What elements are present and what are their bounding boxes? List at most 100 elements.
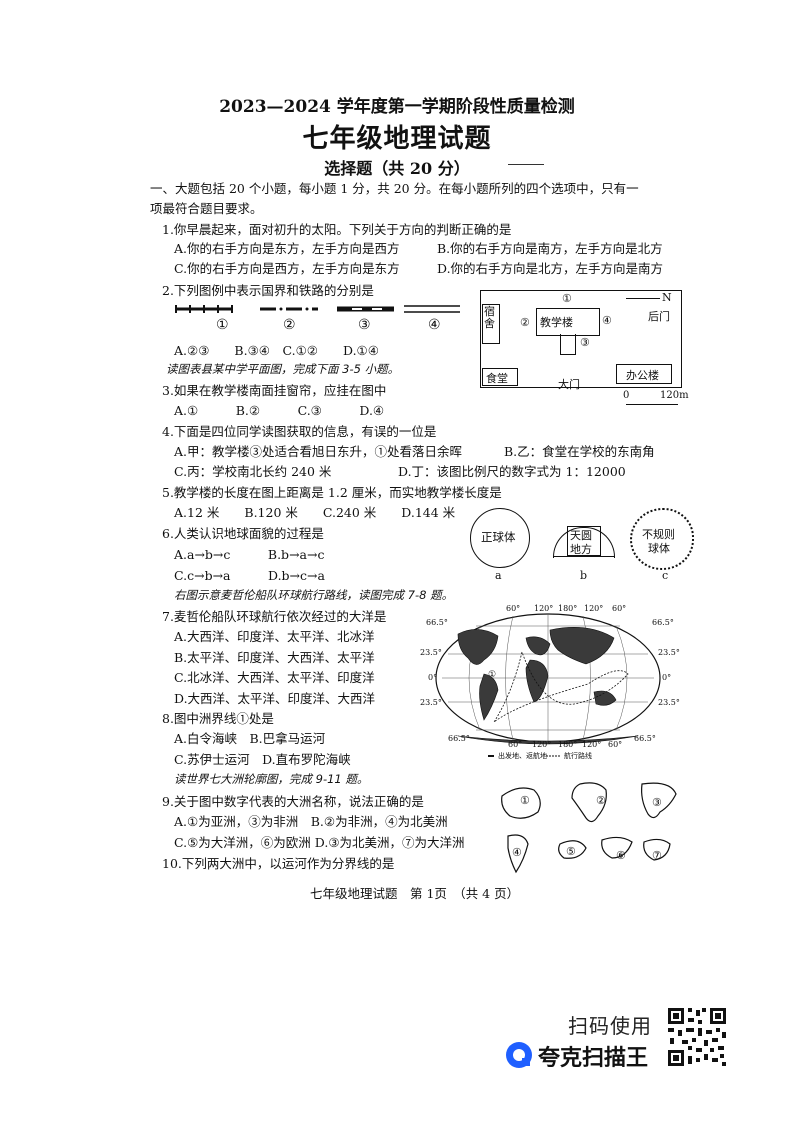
legend-symbol-2 <box>260 307 318 311</box>
q10-stem: 10.下列两大洲中，以运河作为分界线的是 <box>162 856 395 871</box>
q9-stem: 9.关于图中数字代表的大洲名称，说法正确的是 <box>162 794 424 809</box>
lat-23-5-north-right: 23.5° <box>658 648 680 657</box>
canteen-building <box>482 368 518 386</box>
instructions-line1: 一、大题包括 20 个小题，每小题 1 分，共 20 分。在每小题所列的四个选项… <box>150 181 639 196</box>
lat-23-5-north: 23.5° <box>420 648 442 657</box>
instructions-line2: 项最符合题目要求。 <box>150 201 263 216</box>
q4-option-d: D.丁：该图比例尺的数字式为 1：12000 <box>398 464 626 479</box>
earth-shape-c-label1: 不规则 <box>642 528 675 541</box>
continent-outline-1 <box>501 787 541 819</box>
continent-number-4: ④ <box>512 846 522 859</box>
earth-shape-a <box>470 508 530 568</box>
canteen-label: 食堂 <box>486 372 508 385</box>
q5-stem: 5.教学楼的长度在图上距离是 1.2 厘米，而实地教学楼长度是 <box>162 485 502 500</box>
legend-symbol-1 <box>175 305 233 313</box>
exam-title: 七年级地理试题 <box>302 124 492 154</box>
legend-symbol-4 <box>404 305 460 313</box>
earth-shape-a-label: 正球体 <box>481 530 516 544</box>
q6-options-ab: A.a→b→c B.b→a→c <box>174 547 325 562</box>
map-legend-symbols <box>175 305 460 313</box>
q1-option-d: D.你的右手方向是北方，左手方向是南方 <box>437 261 664 276</box>
page-footer: 七年级地理试题 第 1页 （共 4 页） <box>310 886 520 901</box>
q7-option-c: C.北冰洋、大西洋、太平洋、印度洋 <box>174 670 375 685</box>
lat-66-5-south-right: 66.5° <box>634 734 656 743</box>
lon-bottom-5: 60° <box>608 740 623 749</box>
school-boundary <box>480 290 682 388</box>
quark-logo-icon <box>506 1042 532 1068</box>
scale-120m: 120m <box>660 390 689 401</box>
lat-66-5-south: 66.5° <box>448 734 470 743</box>
earth-shape-a-letter: a <box>495 569 502 582</box>
reading-prompt-3-5: 读图表县某中学平面图，完成下面 3-5 小题。 <box>166 362 400 376</box>
continent-number-1: ① <box>520 794 530 807</box>
q8-options-cd: C.苏伊士运河 D.直布罗陀海峡 <box>174 752 351 767</box>
lon-bottom-2: 120° <box>532 740 552 749</box>
continent-outline-6 <box>601 836 633 859</box>
back-gate-label: 后门 <box>648 310 670 323</box>
lon-top-5: 60° <box>612 604 627 613</box>
teaching-building-label: 教学楼 <box>540 316 573 329</box>
continent-outline-5 <box>558 840 587 859</box>
continent-outline-4 <box>507 834 529 874</box>
earth-shape-c <box>630 508 694 570</box>
north-label: N <box>662 291 672 304</box>
exam-header-line: 2023—2024 学年度第一学期阶段性质量检测 <box>219 97 575 117</box>
q2-options: A.②③ B.③④ C.①② D.①④ <box>174 343 379 358</box>
q8-options-ab: A.白令海峡 B.巴拿马运河 <box>174 731 326 746</box>
continent-number-6: ⑥ <box>616 849 626 862</box>
lon-top-2: 120° <box>534 604 554 613</box>
map-marker-1: ① <box>562 292 572 305</box>
lat-66-5-north: 66.5° <box>426 618 448 627</box>
teaching-building-wing <box>560 334 576 355</box>
earth-shape-b-box <box>567 526 601 556</box>
lon-bottom-4: 120° <box>582 740 602 749</box>
north-arrow <box>626 298 660 299</box>
office-building <box>616 364 672 384</box>
map-marker-4: ④ <box>602 314 612 327</box>
dormitory-label: 宿舍 <box>484 305 495 330</box>
lon-bottom-1: 60° <box>508 740 523 749</box>
q5-options: A.12 米 B.120 米 C.240 米 D.144 米 <box>174 505 456 520</box>
magellan-world-map: 66.5° 66.5° 23.5° 23.5° 0° 0° 23.5° 23.5… <box>418 604 680 766</box>
earth-shape-b-bottom: 地方 <box>570 543 592 556</box>
main-gate-label: 大门 <box>558 378 580 391</box>
legend-route: 航行路线 <box>564 752 592 760</box>
reading-prompt-9-11: 读世界七大洲轮廓图，完成 9-11 题。 <box>174 772 369 786</box>
dormitory-building <box>482 304 500 344</box>
q6-stem: 6.人类认识地球面貌的过程是 <box>162 526 324 541</box>
q7-option-b: B.太平洋、印度洋、大西洋、太平洋 <box>174 650 375 665</box>
earth-shape-c-label2: 球体 <box>648 542 670 555</box>
continent-outline-3 <box>641 782 677 819</box>
lon-bottom-3: 180° <box>558 740 578 749</box>
q1-option-c: C.你的右手方向是西方，左手方向是东方 <box>174 261 400 276</box>
lon-top-4: 120° <box>584 604 604 613</box>
q1-option-b: B.你的右手方向是南方，左手方向是北方 <box>437 241 663 256</box>
earth-shape-c-letter: c <box>662 569 669 582</box>
q4-option-c: C.丙：学校南北长约 240 米 <box>174 464 332 479</box>
map-marker-3: ③ <box>580 336 590 349</box>
continent-number-7: ⑦ <box>652 849 662 862</box>
continent-number-3: ③ <box>652 796 662 809</box>
continent-number-2: ② <box>596 794 606 807</box>
legend-departure: 出发地、返航地 <box>498 752 547 760</box>
legend-number-3: ③ <box>358 317 371 333</box>
lon-top-3: 180° <box>558 604 578 613</box>
q3-options: A.① B.② C.③ D.④ <box>174 403 385 418</box>
earth-shape-b-base <box>553 556 615 557</box>
world-map-marker-1: ① <box>488 670 497 680</box>
teaching-building <box>536 308 600 336</box>
q7-option-d: D.大西洋、太平洋、印度洋、大西洋 <box>174 691 376 706</box>
office-label: 办公楼 <box>626 369 659 382</box>
q9-options-cd: C.⑤为大洋洲，⑥为欧洲 D.③为北美洲，⑦为大洋洲 <box>174 835 465 850</box>
q8-stem: 8.图中洲界线①处是 <box>162 711 274 726</box>
q7-option-a: A.大西洋、印度洋、太平洋、北冰洋 <box>174 629 375 644</box>
q4-option-a: A.甲：教学楼③处适合看旭日东升，①处看落日余晖 <box>174 444 463 459</box>
q7-stem: 7.麦哲伦船队环球航行依次经过的大洋是 <box>162 609 387 624</box>
lat-23-5-south: 23.5° <box>420 698 442 707</box>
scale-zero: 0 <box>623 390 630 401</box>
legend-number-2: ② <box>283 317 296 333</box>
reading-prompt-7-8: 右图示意麦哲伦船队环球航行路线，读图完成 7-8 题。 <box>174 588 454 602</box>
lat-equator: 0° <box>428 673 438 682</box>
lat-23-5-south-right: 23.5° <box>658 698 680 707</box>
scan-prompt: 扫码使用 <box>568 1014 652 1038</box>
